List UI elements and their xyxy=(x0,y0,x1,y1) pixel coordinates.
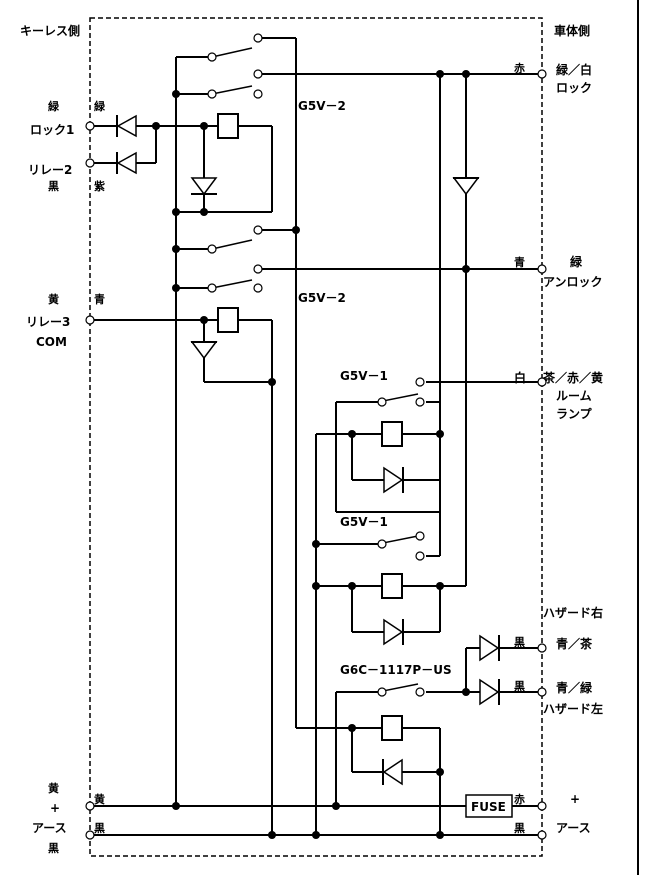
hazard-right-wire-color: 黒 xyxy=(514,636,525,649)
relay4-coil xyxy=(381,573,403,599)
lock1-label: ロック1 xyxy=(30,123,74,137)
relay3-color-top: 黄 xyxy=(48,292,59,306)
hazard-left-label: ハザード左 xyxy=(543,701,603,716)
relay3-label: リレー3 xyxy=(26,315,70,329)
lock-color: 緑／白 xyxy=(556,62,592,77)
diode-hazard-left xyxy=(479,678,500,706)
relay1-coil xyxy=(217,113,239,139)
power-left-color-inner: 黄 xyxy=(94,792,105,806)
lock1-color-inner: 緑 xyxy=(94,99,106,113)
hazard-right-color: 青／茶 xyxy=(556,636,593,651)
diode-relay2-coil xyxy=(190,341,218,360)
room-lamp-label2: ランプ xyxy=(556,406,593,421)
relay5-coil xyxy=(381,715,403,741)
relay-box-outline xyxy=(89,17,543,857)
ground-left-label: アース xyxy=(32,821,67,835)
unlock-color: 緑 xyxy=(570,254,583,269)
junction-dots xyxy=(152,70,470,839)
relay2-color-inner: 紫 xyxy=(94,179,105,193)
lock-wire-color: 赤 xyxy=(514,61,525,75)
power-left-sign: + xyxy=(50,801,60,815)
lock1-color-top: 緑 xyxy=(48,99,60,113)
ground-right-wire-color: 黒 xyxy=(514,822,525,835)
diode-relay4-coil xyxy=(383,618,404,646)
ground-right-label: アース xyxy=(556,821,591,835)
relay2-color-bottom: 黒 xyxy=(48,180,59,193)
relay2-name: G5V－2 xyxy=(298,291,346,305)
header-left: キーレス側 xyxy=(20,23,80,38)
edge-terminals xyxy=(85,69,547,840)
relay4-name: G5V－1 xyxy=(340,515,388,529)
lock-label: ロック xyxy=(556,81,592,95)
diode-relay5-coil xyxy=(382,758,403,786)
room-lamp-label: ルーム xyxy=(556,389,592,403)
fuse: FUSE xyxy=(465,794,513,818)
fuse-label: FUSE xyxy=(471,800,506,814)
power-right-sign: + xyxy=(570,792,580,806)
hazard-right-label: ハザード右 xyxy=(543,605,603,620)
hazard-left-wire-color: 黒 xyxy=(514,680,525,693)
diode-lock1 xyxy=(116,114,137,138)
relay3-color-inner: 青 xyxy=(94,292,105,306)
power-left-color-top: 黄 xyxy=(48,781,59,795)
unlock-wire-color: 青 xyxy=(514,255,525,269)
relay3-coil xyxy=(381,421,403,447)
relay2-label: リレー2 xyxy=(28,163,72,177)
power-right-wire-color: 赤 xyxy=(514,792,525,806)
relay3-name: G5V－1 xyxy=(340,369,388,383)
room-lamp-color: 茶／赤／黄 xyxy=(542,370,603,385)
relay1-name: G5V－2 xyxy=(298,99,346,113)
ground-left-color-bottom: 黒 xyxy=(48,842,59,855)
relay2-coil xyxy=(217,307,239,333)
diode-unlock-vertical xyxy=(452,177,480,196)
contact-terminals xyxy=(207,33,425,697)
ground-left-color-inner: 黒 xyxy=(94,822,105,835)
diode-relay1-coil xyxy=(190,177,218,196)
diode-hazard-right xyxy=(479,634,500,662)
diode-relay2 xyxy=(116,151,137,175)
unlock-label: アンロック xyxy=(543,275,603,289)
hazard-left-color: 青／緑 xyxy=(556,680,593,695)
relay5-name: G6C－1117P－US xyxy=(340,663,452,677)
header-right: 車体側 xyxy=(554,23,590,38)
relay3-com-label: COM xyxy=(36,335,67,349)
diode-relay3-coil xyxy=(383,466,404,494)
wiring xyxy=(90,37,542,836)
